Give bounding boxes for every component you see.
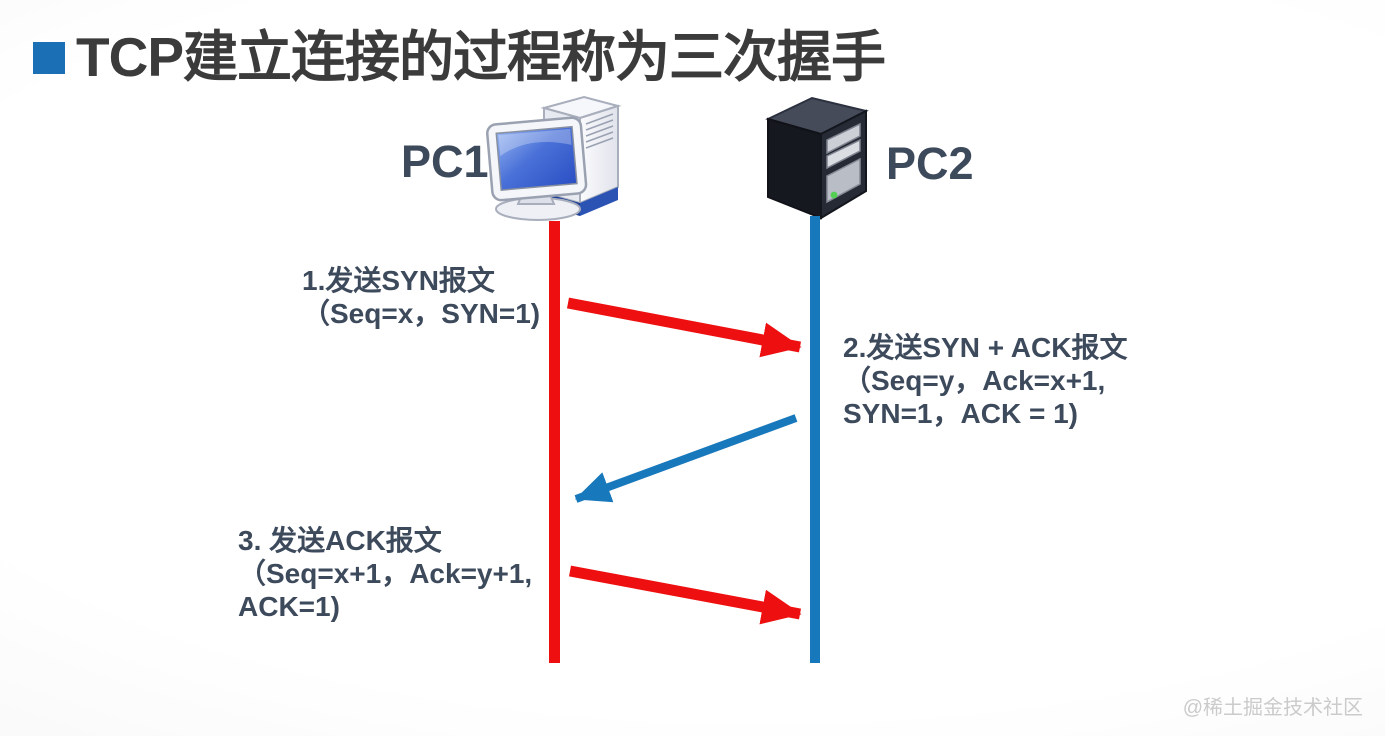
ack-message-line3: ACK=1) (238, 591, 340, 622)
syn-message-label: 1.发送SYN报文 （Seq=x，SYN=1) (302, 264, 540, 330)
syn-ack-message-label: 2.发送SYN + ACK报文 （Seq=y，Ack=x+1, SYN=1，AC… (843, 331, 1127, 430)
syn-message-line1: 1.发送SYN报文 (302, 265, 495, 296)
ack-message-line2: （Seq=x+1，Ack=y+1, (238, 558, 533, 589)
syn-ack-message-line2: （Seq=y，Ack=x+1, (843, 365, 1106, 396)
ack-message-label: 3. 发送ACK报文 （Seq=x+1，Ack=y+1, ACK=1) (238, 524, 532, 623)
power-led (830, 191, 838, 199)
pc2-lifeline (810, 216, 820, 663)
syn-ack-message-line1: 2.发送SYN + ACK报文 (843, 332, 1128, 363)
pc1-desktop-icon (486, 95, 622, 221)
syn-arrow (566, 297, 802, 358)
pc2-label: PC2 (886, 138, 974, 189)
title-bullet-square (33, 42, 65, 74)
ack-arrow (568, 565, 802, 625)
watermark: @稀土掘金技术社区 (1182, 697, 1363, 719)
syn-ack-arrow (574, 414, 798, 503)
ack-message-line1: 3. 发送ACK报文 (238, 525, 442, 556)
pc1-lifeline (549, 221, 560, 663)
pc2-server-icon (765, 96, 869, 220)
page-title: TCP建立连接的过程称为三次握手 (76, 26, 886, 88)
pc1-label: PC1 (401, 136, 489, 187)
syn-message-line2: （Seq=x，SYN=1) (302, 298, 541, 329)
syn-ack-message-line3: SYN=1，ACK = 1) (843, 398, 1078, 429)
tower-vents (585, 113, 614, 149)
